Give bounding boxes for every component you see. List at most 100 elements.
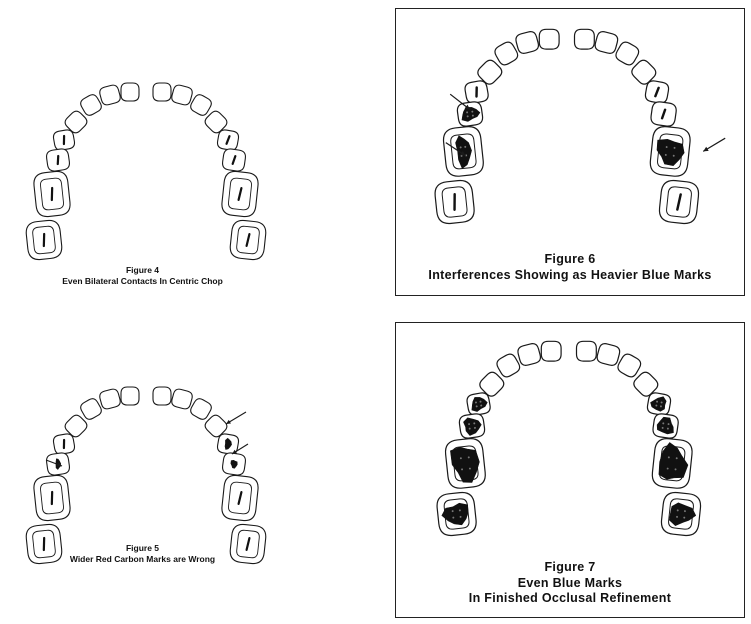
figure-6: Figure 6 Interferences Showing as Heavie…	[395, 8, 745, 296]
tooth-left-m2	[434, 179, 476, 224]
figure-4-caption-line: Even Bilateral Contacts In Centric Chop	[0, 276, 285, 287]
tooth-right-inc	[170, 84, 193, 106]
tooth-right-inc	[594, 30, 619, 55]
figure-7-caption-line-2: In Finished Occlusal Refinement	[396, 591, 744, 607]
tooth-left-inc	[98, 84, 121, 106]
tooth-outline	[614, 40, 641, 67]
tooth-right-pm2	[652, 413, 679, 439]
tooth-left-pm2	[46, 148, 71, 172]
tooth-outline	[577, 341, 597, 361]
figure-5-caption: Figure 5 Wider Red Carbon Marks are Wron…	[0, 543, 285, 564]
figure-5-number: Figure 5	[0, 543, 285, 554]
tooth-outline	[541, 341, 561, 361]
tooth-outline	[575, 29, 595, 49]
tooth-right-inc	[596, 342, 621, 367]
tooth-right-m1	[221, 170, 259, 217]
tooth-outline	[153, 387, 171, 405]
tooth-left-inc	[541, 341, 561, 361]
tooth-right-m1	[649, 125, 691, 177]
arch-group	[434, 29, 725, 224]
tooth-left-pm2	[456, 101, 483, 127]
figure-5: Figure 5 Wider Red Carbon Marks are Wron…	[0, 368, 285, 588]
tooth-left-can	[493, 40, 520, 67]
tooth-outline	[616, 352, 643, 379]
tooth-right-m1	[651, 437, 693, 489]
tooth-right-pm1	[646, 392, 671, 416]
tooth-outline	[79, 93, 104, 118]
tooth-outline	[153, 83, 171, 101]
arch-group	[436, 341, 702, 536]
tooth-right-pm1	[217, 129, 240, 151]
tooth-left-m1	[33, 474, 71, 521]
pointer-arrow	[703, 138, 725, 151]
figure-6-caption: Figure 6 Interferences Showing as Heavie…	[396, 252, 744, 283]
tooth-left-inc	[121, 83, 139, 101]
tooth-outline	[98, 84, 121, 106]
tooth-outline	[493, 40, 520, 67]
tooth-right-can	[614, 40, 641, 67]
tooth-right-can	[189, 93, 214, 118]
figure-6-caption-line: Interferences Showing as Heavier Blue Ma…	[396, 268, 744, 284]
figure-7-caption-line-1: Even Blue Marks	[396, 576, 744, 592]
tooth-outline	[79, 397, 104, 422]
tooth-right-pm2	[222, 452, 247, 476]
figure-7-number: Figure 7	[396, 560, 744, 576]
tooth-left-can	[495, 352, 522, 379]
tooth-left-m1	[444, 437, 486, 489]
tooth-outline	[517, 342, 542, 367]
tooth-right-inc	[153, 83, 171, 101]
tooth-outline	[189, 397, 214, 422]
tooth-left-inc	[121, 387, 139, 405]
tooth-outline	[596, 342, 621, 367]
tooth-outline	[539, 29, 559, 49]
tooth-outline	[594, 30, 619, 55]
tooth-outline	[98, 388, 121, 410]
tooth-right-inc	[153, 387, 171, 405]
tooth-outline	[121, 387, 139, 405]
tooth-left-can	[79, 397, 104, 422]
tooth-outline	[515, 30, 540, 55]
tooth-right-inc	[577, 341, 597, 361]
figure-4: Figure 4 Even Bilateral Contacts In Cent…	[0, 60, 285, 300]
tooth-outline	[189, 93, 214, 118]
tooth-left-pm1	[464, 80, 489, 104]
tooth-left-inc	[539, 29, 559, 49]
tooth-left-inc	[515, 30, 540, 55]
tooth-right-can	[189, 397, 214, 422]
tooth-right-can	[616, 352, 643, 379]
tooth-left-m2	[25, 219, 63, 260]
tooth-right-pm2	[650, 101, 677, 127]
tooth-left-m2	[436, 491, 478, 536]
dental-arch-figure-4	[0, 60, 285, 300]
tooth-right-pm2	[222, 148, 247, 172]
tooth-left-m1	[33, 170, 71, 217]
tooth-right-inc	[575, 29, 595, 49]
tooth-left-pm1	[53, 433, 76, 455]
tooth-left-inc	[517, 342, 542, 367]
figure-7-caption: Figure 7 Even Blue Marks In Finished Occ…	[396, 560, 744, 607]
tooth-left-pm1	[466, 392, 491, 416]
tooth-left-pm1	[53, 129, 76, 151]
arch-group	[25, 387, 267, 565]
tooth-outline	[170, 388, 193, 410]
arch-group	[25, 83, 267, 261]
figure-4-number: Figure 4	[0, 265, 285, 276]
tooth-left-inc	[98, 388, 121, 410]
figure-6-number: Figure 6	[396, 252, 744, 268]
figure-7: Figure 7 Even Blue Marks In Finished Occ…	[395, 322, 745, 618]
tooth-outline	[170, 84, 193, 106]
tooth-left-m1	[442, 125, 484, 177]
pointer-arrow	[226, 412, 246, 424]
tooth-left-pm2	[458, 413, 485, 439]
tooth-right-m1	[221, 474, 259, 521]
tooth-left-can	[79, 93, 104, 118]
tooth-outline	[495, 352, 522, 379]
figure-4-caption: Figure 4 Even Bilateral Contacts In Cent…	[0, 265, 285, 286]
figure-5-caption-line: Wider Red Carbon Marks are Wrong	[0, 554, 285, 565]
tooth-right-pm1	[644, 80, 669, 104]
tooth-right-m2	[660, 491, 702, 536]
tooth-right-m2	[658, 179, 700, 224]
tooth-outline	[121, 83, 139, 101]
tooth-right-inc	[170, 388, 193, 410]
tooth-right-m2	[229, 219, 267, 260]
